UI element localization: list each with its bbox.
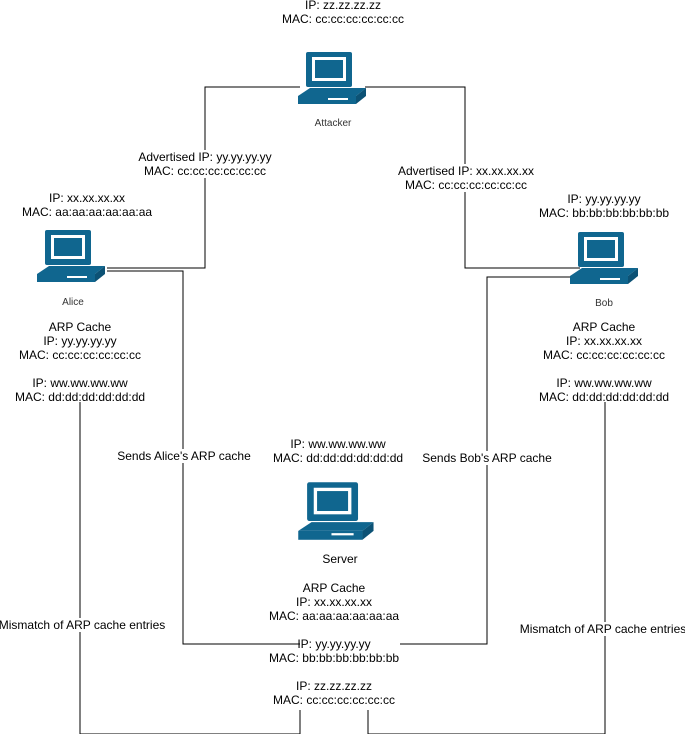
advertised-ip: Advertised IP: yy.yy.yy.yy xyxy=(138,150,272,164)
bob-mac: MAC: bb:bb:bb:bb:bb:bb xyxy=(538,206,670,220)
cache-entry-ip: IP: xx.xx.xx.xx xyxy=(295,595,372,609)
alice-computer-icon xyxy=(37,230,105,282)
alice-mac: MAC: aa:aa:aa:aa:aa:aa xyxy=(21,205,153,219)
cache-entry-mac: MAC: cc:cc:cc:cc:cc:cc xyxy=(18,348,141,362)
bob-arp-cache: ARP Cache IP: xx.xx.xx.xx MAC: cc:cc:cc:… xyxy=(539,320,669,404)
alice-address: IP: xx.xx.xx.xx MAC: aa:aa:aa:aa:aa:aa xyxy=(22,191,152,219)
server-arp-cache: ARP Cache IP: xx.xx.xx.xx MAC: aa:aa:aa:… xyxy=(269,581,399,707)
attacker-address: IP: zz.zz.zz.zz MAC: cc:cc:cc:cc:cc:cc xyxy=(282,0,404,26)
cache-entry-ip: IP: yy.yy.yy.yy xyxy=(297,637,371,651)
arp-cache-title: ARP Cache xyxy=(572,320,636,334)
bob-name: Bob xyxy=(595,298,613,309)
edge-label-alice-server: Sends Alice's ARP cache xyxy=(115,449,253,463)
server-address: IP: ww.ww.ww.ww MAC: dd:dd:dd:dd:dd:dd xyxy=(273,437,403,465)
advertised-mac: MAC: cc:cc:cc:cc:cc:cc xyxy=(404,178,528,192)
attacker-computer-icon xyxy=(298,52,366,104)
attacker-name: Attacker xyxy=(314,118,352,129)
advertised-ip: Advertised IP: xx.xx.xx.xx xyxy=(397,164,535,178)
cache-entry-ip: IP: zz.zz.zz.zz xyxy=(295,679,372,693)
alice-name: Alice xyxy=(62,297,84,308)
edge-label-attacker-alice: Advertised IP: yy.yy.yy.yy MAC: cc:cc:cc… xyxy=(136,150,274,178)
edge-label-bob-server: Sends Bob's ARP cache xyxy=(420,451,554,465)
wire-mismatch-right xyxy=(367,402,606,734)
cache-entry-ip: IP: yy.yy.yy.yy xyxy=(43,334,117,348)
attacker-ip: IP: zz.zz.zz.zz xyxy=(304,0,382,12)
cache-entry-mac: MAC: dd:dd:dd:dd:dd:dd xyxy=(14,390,146,404)
arp-cache-title: ARP Cache xyxy=(48,320,112,334)
cache-entry-ip: IP: xx.xx.xx.xx xyxy=(565,334,642,348)
cache-entry-mac: MAC: aa:aa:aa:aa:aa:aa xyxy=(268,609,400,623)
alice-ip: IP: xx.xx.xx.xx xyxy=(48,191,125,205)
server-name: Server xyxy=(322,552,358,566)
edge-label-mismatch-left: Mismatch of ARP cache entries xyxy=(0,618,168,632)
edge-label-mismatch-right: Mismatch of ARP cache entries xyxy=(517,622,685,636)
server-computer-icon xyxy=(298,482,374,540)
server-mac: MAC: dd:dd:dd:dd:dd:dd xyxy=(272,451,404,465)
wire-mismatch-left xyxy=(79,402,301,734)
server-ip: IP: ww.ww.ww.ww xyxy=(290,437,386,451)
attacker-mac: MAC: cc:cc:cc:cc:cc:cc xyxy=(281,12,405,26)
bob-computer-icon xyxy=(570,232,638,284)
bob-ip: IP: yy.yy.yy.yy xyxy=(567,192,641,206)
cache-entry-mac: MAC: bb:bb:bb:bb:bb:bb xyxy=(268,651,400,665)
edge-label-attacker-bob: Advertised IP: xx.xx.xx.xx MAC: cc:cc:cc… xyxy=(395,164,537,192)
bob-address: IP: yy.yy.yy.yy MAC: bb:bb:bb:bb:bb:bb xyxy=(539,192,669,220)
cache-entry-ip: IP: ww.ww.ww.ww xyxy=(32,376,128,390)
cache-entry-mac: MAC: dd:dd:dd:dd:dd:dd xyxy=(538,390,670,404)
advertised-mac: MAC: cc:cc:cc:cc:cc:cc xyxy=(143,164,266,178)
cache-entry-mac: MAC: cc:cc:cc:cc:cc:cc xyxy=(272,693,395,707)
arp-cache-title: ARP Cache xyxy=(302,581,366,595)
alice-arp-cache: ARP Cache IP: yy.yy.yy.yy MAC: cc:cc:cc:… xyxy=(15,320,145,404)
cache-entry-ip: IP: ww.ww.ww.ww xyxy=(556,376,652,390)
cache-entry-mac: MAC: cc:cc:cc:cc:cc:cc xyxy=(542,348,665,362)
